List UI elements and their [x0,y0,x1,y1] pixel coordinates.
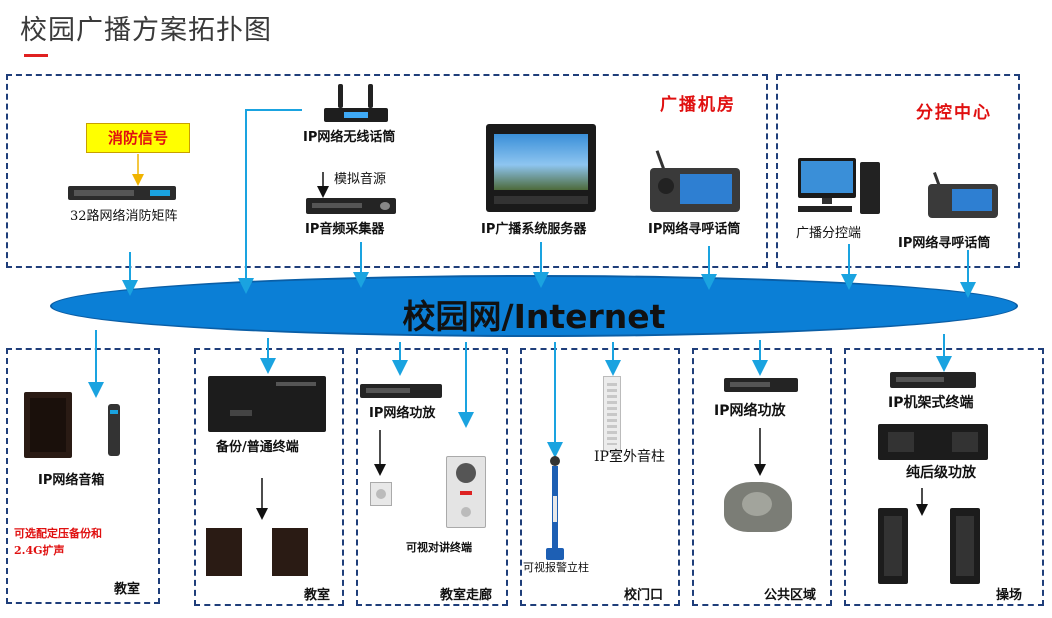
control-room-label: 广播机房 [660,95,736,115]
paging-mic-device [650,150,740,212]
wireless-mic-label: IP网络无线话筒 [303,130,396,145]
outdoor-column-device [603,376,621,452]
public-amp-device [724,378,798,392]
classroom1-label: 教室 [114,582,141,597]
paging-mic-label: IP网络寻呼话筒 [648,222,741,237]
corridor-speaker-device [370,482,392,506]
sub-paging-mic-device [928,172,998,218]
gate-label: 校门口 [624,588,664,603]
alarm-pole-device [546,456,564,562]
network-label: 校园网/Internet [402,297,666,336]
gate-zone [520,348,680,606]
rack-terminal-device [890,372,976,388]
sub-terminal-label: 广播分控端 [796,226,862,241]
corridor-label: 教室走廊 [440,588,493,603]
ip-speaker-device [24,392,72,458]
ip-speaker-note: 可选配定压备份和 2.4G扩声 [14,527,102,557]
backup-terminal-label: 备份/普通终端 [216,440,299,455]
sub-control-zone [776,74,1020,268]
rock-speaker-device [724,482,792,532]
corridor-amp-label: IP网络功放 [369,406,436,421]
playground-speaker-left [878,508,908,584]
classroom-speaker-left [206,528,242,576]
fire-matrix-label: 32路网络消防矩阵 [70,209,178,224]
server-device [486,124,596,212]
sub-terminal-device [798,158,882,220]
analog-source-label: 模拟音源 [334,172,387,187]
wireless-mic-device [324,84,388,124]
fire-matrix-device [68,186,176,200]
power-amp-label: 纯后级功放 [906,465,976,481]
server-label: IP广播系统服务器 [481,222,587,237]
audio-collector-device [306,198,396,214]
public-amp-label: IP网络功放 [714,403,786,419]
page-title: 校园广播方案拓扑图 [20,15,272,46]
classroom1-zone [6,348,160,604]
rack-terminal-label: IP机架式终端 [888,395,974,411]
classroom2-label: 教室 [304,588,331,603]
title-underline [24,54,48,57]
power-amp-device [878,424,988,460]
outdoor-column-label: IP室外音柱 [594,449,665,465]
control-room-zone [6,74,768,268]
alarm-pole-label: 可视报警立柱 [523,561,589,574]
corridor-zone [356,348,508,606]
corridor-amp-device [360,384,442,398]
mic-handheld-device [108,404,120,456]
ip-speaker-label: IP网络音箱 [38,473,105,488]
intercom-device [446,456,486,528]
audio-collector-label: IP音频采集器 [305,222,385,237]
sub-paging-mic-label: IP网络寻呼话筒 [898,236,991,251]
classroom-speaker-right [272,528,308,576]
playground-speaker-right [950,508,980,584]
playground-label: 操场 [996,588,1023,603]
backup-terminal-device [208,376,326,432]
public-area-zone [692,348,832,606]
public-area-label: 公共区域 [764,588,817,603]
fire-signal-box: 消防信号 [86,123,190,153]
sub-control-label: 分控中心 [916,103,992,123]
intercom-label: 可视对讲终端 [406,541,472,554]
arrow-wireless-mic [238,109,302,294]
